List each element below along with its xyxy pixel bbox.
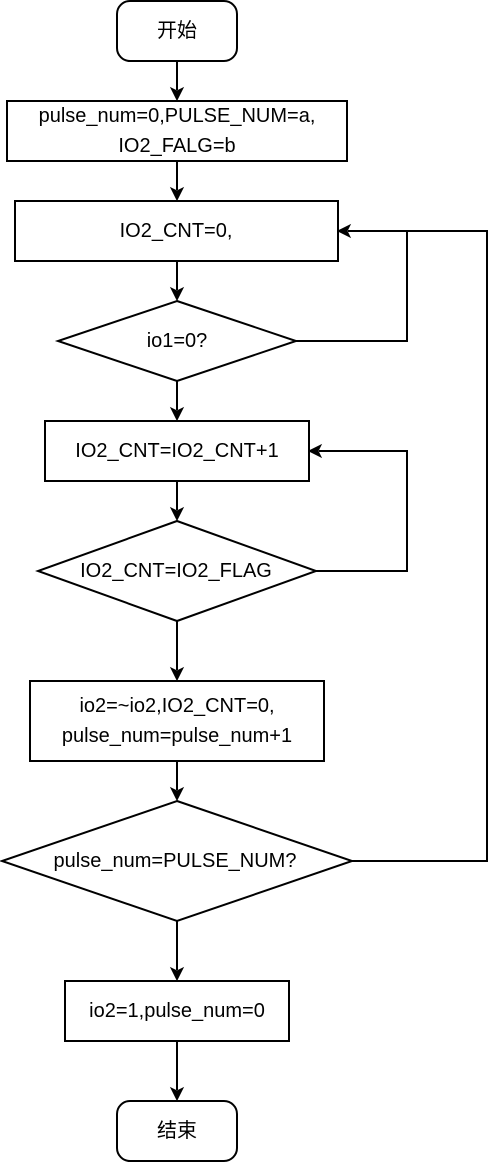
init-label-line2: IO2_FALG=b	[118, 135, 235, 157]
arrowhead-finalize-to-end	[169, 1086, 185, 1102]
connectors	[169, 61, 488, 1102]
increment-label: IO2_CNT=IO2_CNT+1	[75, 440, 278, 462]
reset-counter-node: IO2_CNT=0,	[14, 200, 339, 262]
arrowhead-io1-loop-back	[336, 223, 352, 239]
arrowhead-toggle-to-pulse-check	[169, 786, 185, 802]
init-label-line1: pulse_num=0,PULSE_NUM=a,	[39, 105, 316, 127]
arrowhead-increment-to-flag-check	[169, 506, 185, 522]
start-node: 开始	[116, 0, 238, 62]
flag-decision-node: IO2_CNT=IO2_FLAG	[35, 519, 319, 623]
arrowhead-pulse-check-to-finalize	[169, 966, 185, 982]
arrowhead-start-to-init	[169, 86, 185, 102]
edge-io1-loop-back	[296, 230, 408, 342]
init-process-node: pulse_num=0,PULSE_NUM=a, IO2_FALG=b	[6, 100, 348, 162]
reset-counter-label: IO2_CNT=0,	[120, 220, 233, 242]
finalize-label: io2=1,pulse_num=0	[89, 1000, 265, 1022]
arrowhead-flag-loop-back	[307, 443, 323, 459]
arrowhead-init-to-reset	[169, 186, 185, 202]
arrowhead-io1-check-to-increment	[169, 406, 185, 422]
arrowhead-flag-check-to-toggle	[169, 666, 185, 682]
pulse-decision-node: pulse_num=PULSE_NUM?	[0, 799, 356, 923]
end-label: 结束	[157, 1119, 197, 1142]
increment-node: IO2_CNT=IO2_CNT+1	[44, 420, 310, 482]
flag-decision-label: IO2_CNT=IO2_FLAG	[80, 560, 272, 582]
end-node: 结束	[116, 1100, 238, 1162]
edge-pulse-loop-back	[352, 230, 488, 862]
pulse-decision-label: pulse_num=PULSE_NUM?	[54, 850, 297, 872]
start-label: 开始	[157, 19, 197, 42]
toggle-label-line1: io2=~io2,IO2_CNT=0,	[79, 695, 274, 717]
io1-decision-label: io1=0?	[147, 330, 208, 352]
arrowhead-reset-to-io1-check	[169, 286, 185, 302]
io1-decision-node: io1=0?	[54, 299, 300, 383]
toggle-label-line2: pulse_num=pulse_num+1	[62, 725, 292, 747]
finalize-node: io2=1,pulse_num=0	[64, 980, 290, 1042]
toggle-node: io2=~io2,IO2_CNT=0, pulse_num=pulse_num+…	[29, 680, 325, 762]
edge-flag-loop-back	[316, 450, 408, 572]
